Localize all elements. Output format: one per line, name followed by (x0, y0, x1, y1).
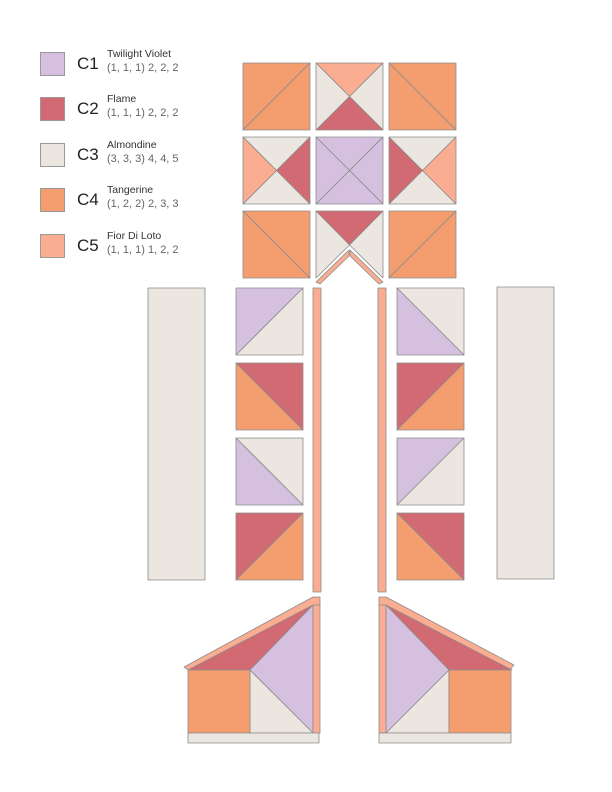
block-r2-c3-left (388, 136, 423, 205)
left-col-1-lower (235, 287, 304, 356)
house-right-wall (448, 669, 512, 734)
color-name: Tangerine (107, 184, 154, 196)
sash-left-outer (147, 287, 206, 581)
house-right-post (378, 604, 387, 734)
swatch-c2 (40, 97, 65, 121)
color-quantities: (1, 1, 1) 2, 2, 2 (107, 107, 179, 119)
color-name: Almondine (107, 139, 157, 151)
color-quantities: (1, 1, 1) 1, 2, 2 (107, 244, 179, 256)
block-r3-c2-right (349, 210, 384, 279)
sash-right-inner (377, 287, 387, 593)
legend-item-c1: C1 Twilight Violet (1, 1, 1) 2, 2, 2 (40, 48, 240, 82)
left-col-4-lower (235, 512, 304, 581)
house-right-base (378, 732, 512, 744)
right-col-3-lower (396, 437, 465, 506)
color-code: C1 (77, 54, 99, 73)
color-legend: C1 Twilight Violet (1, 1, 1) 2, 2, 2 C2 … (0, 0, 230, 280)
color-name: Fior Di Loto (107, 230, 162, 242)
right-col-2-lower (396, 362, 465, 431)
legend-item-c3: C3 Almondine (3, 3, 3) 4, 4, 5 (40, 139, 240, 173)
left-col-2-lower (235, 362, 304, 431)
color-quantities: (3, 3, 3) 4, 4, 5 (107, 153, 179, 165)
block-r3-c2-chevron-right (349, 249, 384, 285)
block-r3-c1-lower (242, 210, 311, 279)
color-quantities: (1, 2, 2) 2, 3, 3 (107, 198, 179, 210)
color-name: Flame (107, 93, 137, 105)
swatch-c4 (40, 188, 65, 212)
color-code: C2 (77, 99, 99, 118)
house-left-post (312, 604, 321, 734)
swatch-c1 (40, 52, 65, 76)
color-code: C5 (77, 236, 99, 255)
swatch-c3 (40, 143, 65, 167)
right-col-4-lower (396, 512, 465, 581)
block-r2-c1-left (242, 136, 277, 205)
block-r1-c3-lower (388, 62, 457, 131)
house-left-wall (187, 669, 251, 734)
sash-left-inner (312, 287, 322, 593)
legend-item-c5: C5 Fior Di Loto (1, 1, 1) 1, 2, 2 (40, 230, 240, 264)
block-r1-c1-lower (242, 62, 311, 131)
swatch-c5 (40, 234, 65, 258)
color-quantities: (1, 1, 1) 2, 2, 2 (107, 62, 179, 74)
block-r3-c3-lower (388, 210, 457, 279)
color-code: C4 (77, 190, 99, 209)
block-r3-c2-left (315, 210, 350, 279)
block-r2-c2-left (315, 136, 350, 205)
sash-right-outer (496, 286, 555, 580)
color-name: Twilight Violet (107, 48, 172, 60)
right-col-1-lower (396, 287, 465, 356)
block-r1-c2-left (315, 62, 350, 131)
left-col-3-lower (235, 437, 304, 506)
block-r3-c2-chevron-left (315, 249, 350, 285)
legend-item-c4: C4 Tangerine (1, 2, 2) 2, 3, 3 (40, 184, 240, 218)
house-left-base (187, 732, 320, 744)
legend-item-c2: C2 Flame (1, 1, 1) 2, 2, 2 (40, 93, 240, 127)
color-code: C3 (77, 145, 99, 164)
